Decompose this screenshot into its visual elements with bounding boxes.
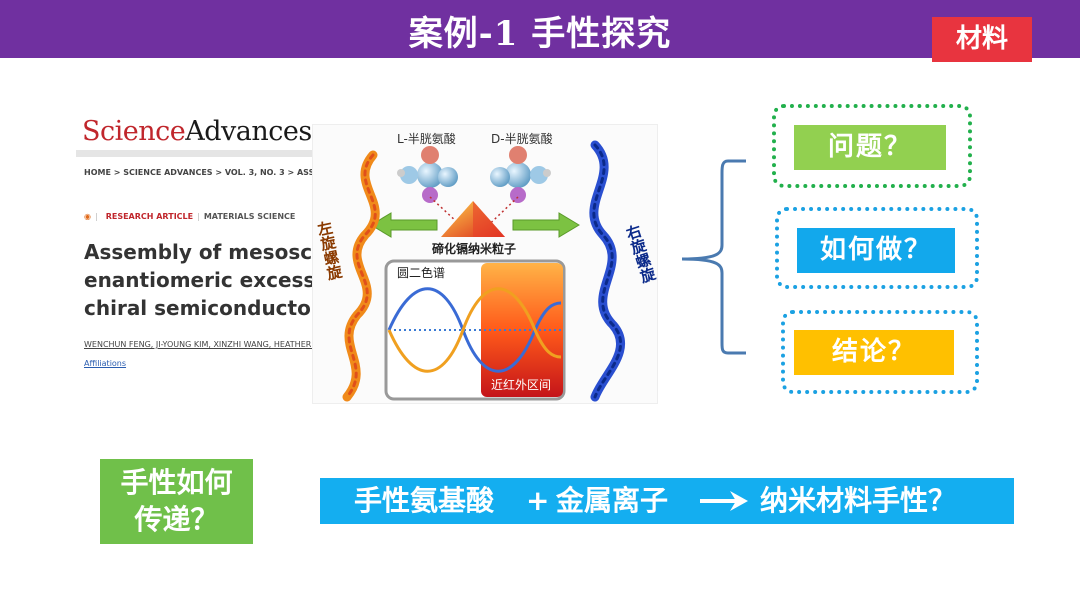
cd-spectrum-panel: 圆二色谱 近红外区间: [384, 259, 566, 401]
nanomaterial-chirality: 纳米材料手性？: [760, 484, 957, 517]
chiral-amino-acid: 手性氨基酸: [354, 484, 495, 517]
category-tag: 材料: [932, 17, 1032, 62]
d-cys-label: D-半胱氨酸: [491, 131, 553, 146]
left-helix: [342, 150, 380, 402]
cd-label: 圆二色谱: [397, 266, 445, 280]
l-cys-molecule: [397, 146, 458, 203]
badge-field: MATERIALS SCIENCE: [203, 212, 296, 221]
nir-label: 近红外区间: [491, 377, 551, 392]
right-arrow-icon: [512, 212, 580, 238]
question-box-conclusion: [781, 310, 979, 394]
journal-logo: ScienceAdvances: [82, 116, 312, 147]
d-cys-molecule: [490, 146, 551, 203]
plus-sign: +: [526, 484, 550, 517]
left-helix-label: 左旋螺旋: [314, 218, 344, 282]
open-access-icon: ◉: [84, 212, 91, 221]
article-badges: ◉|RESEARCH ARTICLE|MATERIALS SCIENCE: [84, 212, 296, 221]
question-box-method: [775, 207, 979, 289]
nanoparticle-pyramid: [441, 201, 505, 237]
hypothesis-banner: 手性氨基酸 + 金属离子 纳米材料手性？: [320, 478, 1014, 524]
breadcrumb: HOME > SCIENCE ADVANCES > VOL. 3, NO. 3 …: [84, 168, 314, 177]
brace-connector: [681, 159, 746, 355]
question-box-problem: [772, 104, 972, 188]
authors[interactable]: WENCHUN FENG, JI-YOUNG KIM, XINZHI WANG,…: [84, 340, 314, 349]
nanoparticle-label: 碲化镉纳米粒子: [432, 241, 516, 256]
right-helix-label: 右旋螺旋: [622, 221, 657, 286]
divider: [76, 150, 314, 157]
title-bar: [0, 0, 1080, 58]
badge-type: RESEARCH ARTICLE: [105, 212, 194, 221]
question-conclusion: 结论？: [794, 330, 954, 375]
question-problem: 问题？: [794, 125, 946, 170]
chirality-transfer-box: 手性如何 传递？: [100, 459, 253, 544]
question-method: 如何做？: [797, 228, 955, 273]
slide-title: 案例-1 手性探究: [408, 14, 672, 54]
right-helix: [589, 140, 625, 402]
l-cys-label: L-半胱氨酸: [397, 131, 456, 146]
chirality-diagram: L-半胱氨酸 D-半胱氨酸: [312, 124, 658, 404]
left-arrow-icon: [370, 212, 438, 238]
affiliations-link[interactable]: Affiliations: [84, 359, 127, 368]
right-arrow-icon: [700, 491, 748, 511]
article-screenshot: ScienceAdvances HOME > SCIENCE ADVANCES …: [76, 112, 314, 382]
metal-ion: 金属离子: [556, 484, 669, 517]
article-title: Assembly of mesoscale helices with enant…: [84, 240, 314, 320]
